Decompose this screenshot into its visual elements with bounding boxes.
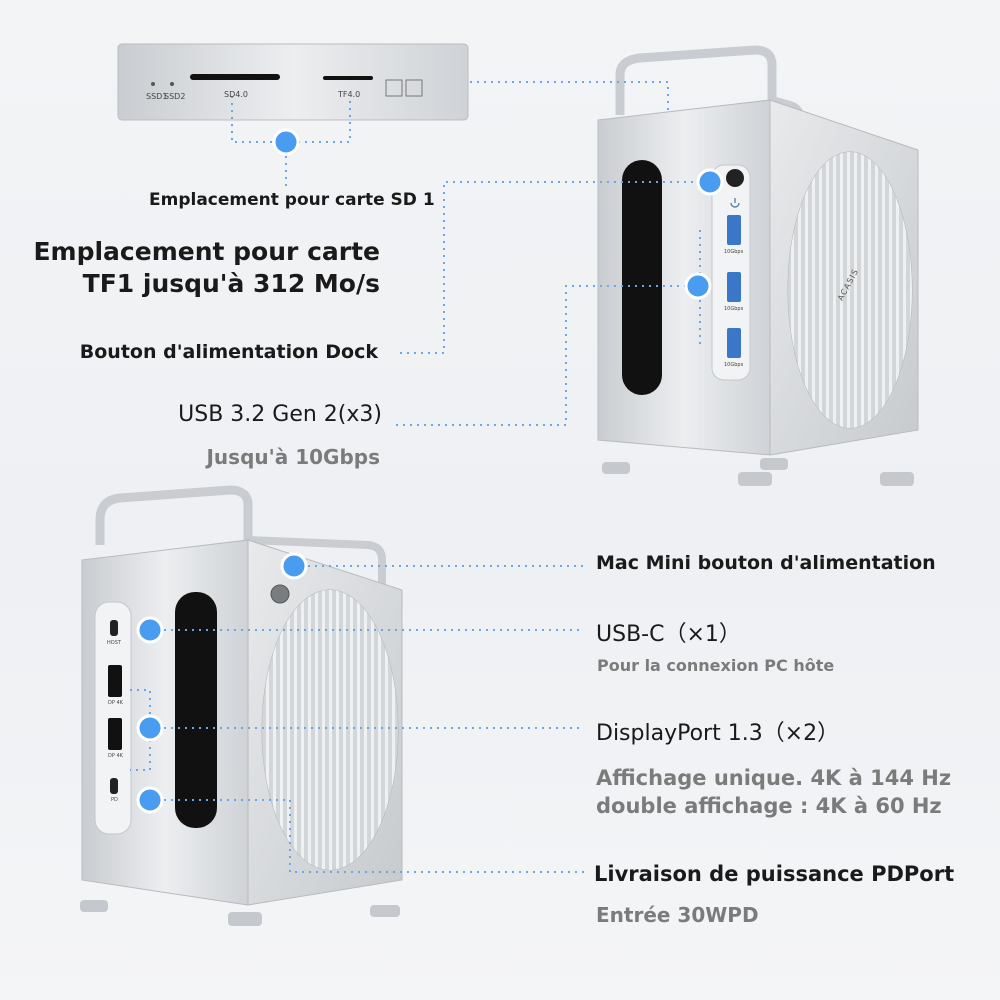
dot-sd-tf	[272, 128, 300, 156]
dp-port-label-1: DP 4K	[108, 700, 123, 706]
leader-usb	[396, 285, 698, 426]
power-icon	[730, 198, 740, 208]
dock-power-callout: Bouton d'alimentation Dock	[79, 341, 378, 363]
usb-callout-sub: Jusqu'à 10Gbps	[206, 445, 380, 469]
dot-mac-power	[280, 552, 308, 580]
mac-power-callout: Mac Mini bouton d'alimentation	[596, 552, 936, 574]
pd-callout-sub: Entrée 30WPD	[596, 903, 759, 927]
tf-slot-line1: Emplacement pour carte	[33, 237, 380, 266]
tf-port-label: TF4.0	[338, 90, 361, 99]
sd-port-label: SD4.0	[224, 90, 248, 99]
front-panel-strip	[117, 43, 469, 121]
dot-dp	[136, 714, 164, 742]
usb-port-speed-2: 10Gbps	[724, 306, 744, 312]
callout-dots	[136, 128, 724, 814]
top-dock-unit	[597, 45, 919, 486]
dp-callout-sub2: double affichage : 4K à 60 Hz	[596, 794, 942, 818]
dp-callout-sub1: Affichage unique. 4K à 144 Hz	[596, 766, 952, 790]
dot-usbc	[136, 616, 164, 644]
usbc-callout-title: USB-C（×1）	[596, 622, 741, 647]
usb-callout-title: USB 3.2 Gen 2(x3)	[178, 402, 382, 427]
leader-dock-power	[400, 181, 710, 354]
leader-pd	[150, 799, 584, 873]
usbc-callout-sub: Pour la connexion PC hôte	[597, 656, 835, 675]
usb-port-speed-3: 10Gbps	[724, 362, 744, 368]
pd-port-label: PD	[111, 797, 118, 803]
host-port-label: HOST	[107, 640, 121, 646]
dot-dock-power	[696, 168, 724, 196]
bottom-dock-unit	[80, 485, 403, 926]
ssd1-label: SSD1	[146, 92, 168, 101]
usb-port-speed-1: 10Gbps	[724, 249, 744, 255]
dp-callout-sub: Affichage unique. 4K à 144 Hz double aff…	[596, 764, 951, 820]
tf-slot-callout: Emplacement pour carte TF1 jusqu'à 312 M…	[33, 236, 380, 300]
ssd2-label: SSD2	[164, 92, 186, 101]
tf-slot-line2: TF1 jusqu'à 312 Mo/s	[82, 269, 380, 298]
pd-callout-title: Livraison de puissance PDPort	[594, 862, 955, 886]
dot-pd	[136, 786, 164, 814]
dot-usb	[684, 272, 712, 300]
sd-slot-callout: Emplacement pour carte SD 1	[149, 190, 435, 210]
dp-port-label-2: DP 4K	[108, 753, 123, 759]
dp-callout-title: DisplayPort 1.3（×2）	[596, 721, 840, 746]
leader-panel-device	[470, 81, 669, 112]
